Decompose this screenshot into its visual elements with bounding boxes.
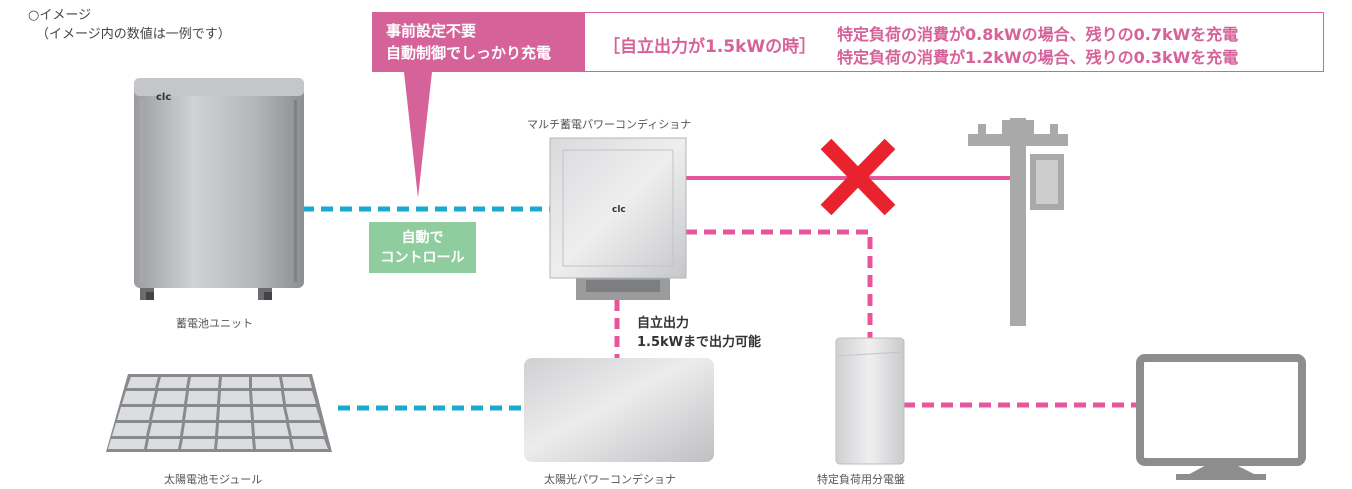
callout-box: 事前設定不要 自動制御でしっかり充電 bbox=[372, 12, 584, 72]
tv-icon bbox=[1136, 354, 1306, 480]
info-case-2: 特定負荷の消費が1.2kWの場合、残りの0.3kWを充電 bbox=[837, 48, 1239, 67]
solar-pcs-label: 太陽光パワーコンデショナ bbox=[544, 473, 676, 486]
self-output-line-2: 1.5kWまで出力可能 bbox=[637, 335, 762, 350]
header-line-2: （イメージ内の数値は一例です） bbox=[36, 27, 231, 42]
pcs-label: マルチ蓄電パワーコンディショナ bbox=[527, 118, 692, 131]
header-line-1: ○イメージ bbox=[28, 8, 92, 23]
auto-control-box: 自動で コントロール bbox=[369, 222, 476, 273]
distribution-panel bbox=[835, 337, 905, 465]
info-case-1: 特定負荷の消費が0.8kWの場合、残りの0.7kWを充電 bbox=[837, 25, 1239, 44]
utility-pole bbox=[968, 118, 1068, 326]
battery-unit: clc bbox=[134, 78, 304, 300]
auto-control-line-2: コントロール bbox=[380, 250, 465, 266]
solar-pcs bbox=[524, 358, 714, 462]
auto-control-line-1: 自動で bbox=[401, 230, 444, 246]
callout-line-2: 自動制御でしっかり充電 bbox=[386, 44, 552, 62]
callout-line-1: 事前設定不要 bbox=[386, 22, 477, 40]
pcs-brand: clc bbox=[612, 205, 626, 215]
callout-tail bbox=[404, 72, 432, 198]
solar-panel bbox=[106, 374, 332, 452]
self-output-label: 自立出力 1.5kWまで出力可能 bbox=[637, 314, 761, 352]
info-box: ［自立出力が1.5kWの時］ 特定負荷の消費が0.8kWの場合、残りの0.7kW… bbox=[584, 12, 1324, 72]
multi-pcs: clc bbox=[549, 137, 687, 300]
pcs-panel-line bbox=[685, 229, 873, 338]
battery-brand: clc bbox=[156, 92, 171, 103]
battery-label: 蓄電池ユニット bbox=[176, 317, 253, 330]
self-output-line-1: 自立出力 bbox=[637, 316, 690, 331]
info-condition: ［自立出力が1.5kWの時］ bbox=[603, 37, 817, 57]
panel-label: 特定負荷用分電盤 bbox=[817, 473, 905, 486]
disconnect-x-icon bbox=[820, 138, 896, 216]
solar-label: 太陽電池モジュール bbox=[164, 473, 263, 486]
